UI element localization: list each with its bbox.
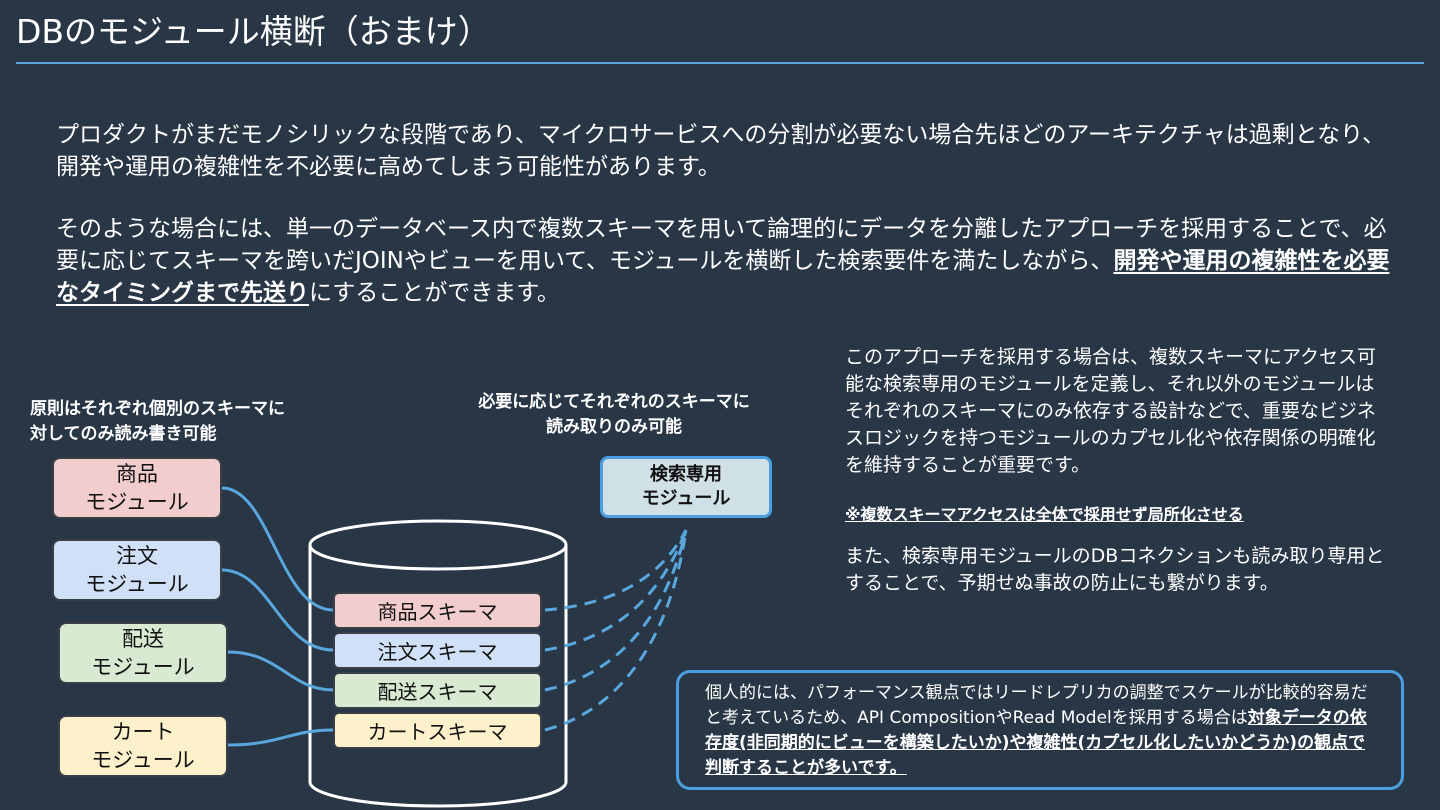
right-paragraph-2: また、検索専用モジュールのDBコネクションも読み取り専用とすることで、予期せぬ事…: [845, 545, 1385, 594]
search-module: 検索専用モジュール: [600, 456, 772, 518]
module-cart-line-1: カート: [111, 720, 175, 744]
connector-delivery: [227, 650, 334, 692]
dashed-cart: [544, 529, 688, 732]
intro-paragraph-2: そのような場合には、単一のデータベース内で複数スキーマを用いて論理的にデータを分…: [56, 213, 1396, 309]
schema-product: 商品スキーマ: [333, 592, 542, 629]
center-caption-line-1: 必要に応じてそれぞれのスキーマに: [478, 392, 750, 412]
module-order-line-1: 注文: [116, 544, 158, 568]
callout-emphasis: 対象データの依存度(非同期的にビューを構築したいか)や複雑性(カプセル化したいか…: [705, 708, 1367, 778]
module-connectors: [221, 486, 334, 747]
search-module-line-2: モジュール: [641, 488, 731, 509]
schema-cart: カートスキーマ: [333, 712, 542, 749]
connector-product: [221, 486, 334, 612]
module-product: 商品モジュール: [52, 457, 222, 519]
module-product-line-2: モジュール: [85, 490, 189, 514]
intro-emphasis: 開発や運用の複雑性を必要なタイミングまで先送り: [56, 248, 1390, 306]
module-delivery-line-1: 配送: [122, 627, 164, 651]
module-cart: カートモジュール: [58, 715, 228, 777]
page-title: DBのモジュール横断（おまけ）: [16, 12, 491, 51]
intro-paragraph-2-text: そのような場合には、単一のデータベース内で複数スキーマを用いて論理的にデータを分…: [56, 216, 1387, 274]
module-product-line-1: 商品: [116, 462, 158, 486]
left-caption: 原則はそれぞれ個別のスキーマに 対してのみ読み書き可能: [30, 397, 285, 447]
schema-delivery: 配送スキーマ: [333, 672, 542, 709]
right-paragraph-1: このアプローチを採用する場合は、複数スキーマにアクセス可能な検索専用のモジュール…: [845, 346, 1377, 476]
dashed-product: [544, 529, 688, 612]
callout-box: 個人的には、パフォーマンス観点ではリードレプリカの調整でスケールが比較的容易だと…: [676, 670, 1404, 790]
module-order-line-2: モジュール: [85, 572, 189, 596]
center-caption: 必要に応じてそれぞれのスキーマに 読み取りのみ可能: [450, 390, 778, 440]
left-caption-line-2: 対してのみ読み書き可能: [30, 424, 217, 444]
module-cart-line-2: モジュール: [91, 748, 195, 772]
search-connectors: [544, 529, 688, 732]
intro-paragraph-2-tail: にすることができます。: [309, 280, 560, 306]
schema-order: 注文スキーマ: [333, 632, 542, 669]
dashed-order: [544, 529, 688, 652]
module-delivery: 配送モジュール: [58, 622, 228, 684]
callout-text: 個人的には、パフォーマンス観点ではリードレプリカの調整でスケールが比較的容易だと…: [705, 683, 1368, 728]
dashed-delivery: [544, 529, 688, 692]
connector-order: [221, 568, 334, 652]
right-note: ※複数スキーマアクセスは全体で採用せず局所化させる: [845, 505, 1244, 524]
title-divider: [16, 62, 1424, 64]
module-delivery-line-2: モジュール: [91, 655, 195, 679]
intro-paragraph-1: プロダクトがまだモノシリックな段階であり、マイクロサービスへの分割が必要ない場合…: [56, 122, 1386, 180]
search-module-line-1: 検索専用: [650, 464, 722, 485]
connector-cart: [227, 728, 334, 747]
module-order: 注文モジュール: [52, 539, 222, 601]
center-caption-line-2: 読み取りのみ可能: [546, 417, 682, 437]
left-caption-line-1: 原則はそれぞれ個別のスキーマに: [30, 399, 285, 419]
